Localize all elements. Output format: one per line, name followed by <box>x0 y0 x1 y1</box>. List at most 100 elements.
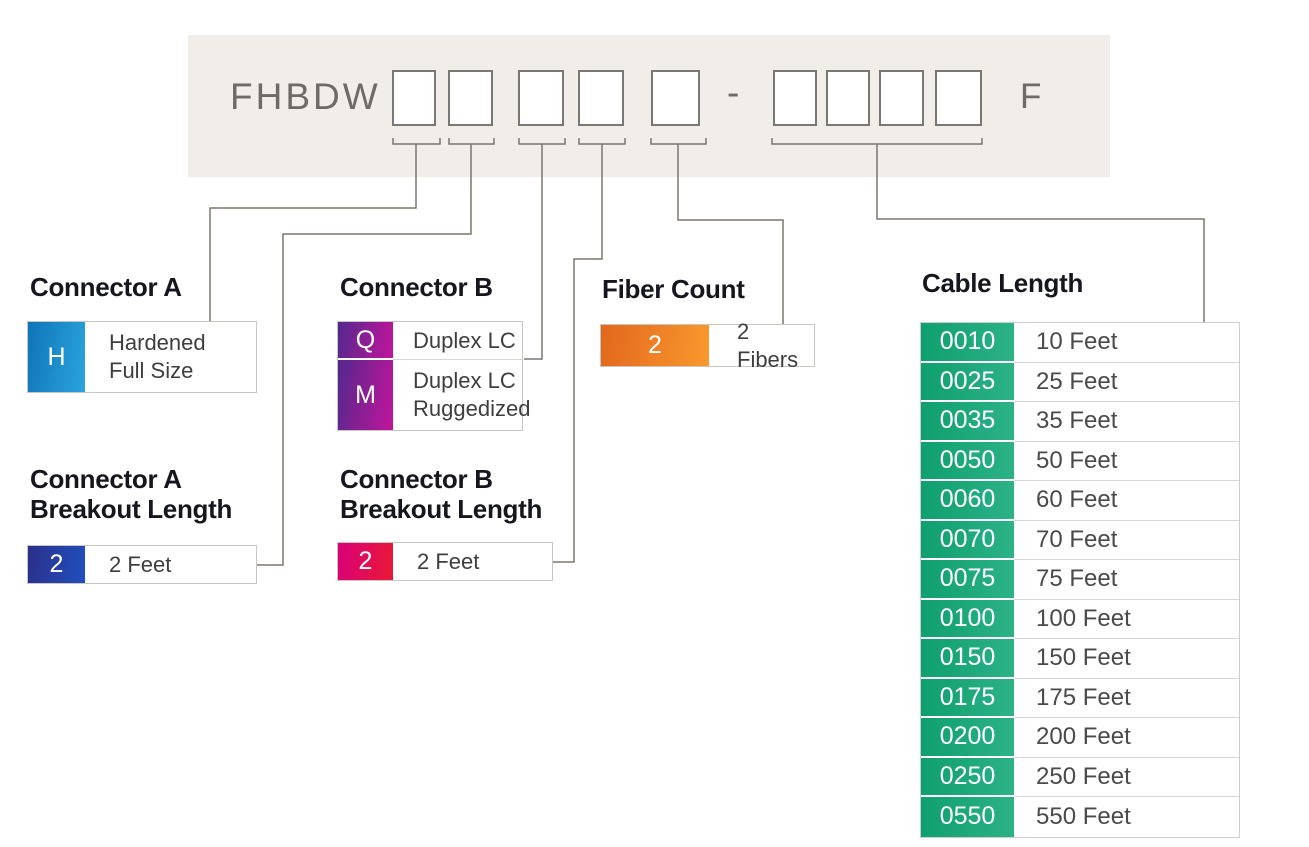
digit-box-4 <box>578 70 624 126</box>
bracket-box-2 <box>448 138 495 145</box>
connector-a-label-line1: Hardened <box>109 330 206 355</box>
digit-box-3 <box>518 70 564 126</box>
connector-b-q-label: Duplex LC <box>393 322 522 360</box>
bracket-box-4 <box>578 138 626 145</box>
connector-a-breakout-label-text: 2 Feet <box>109 551 172 577</box>
fiber-count-label-text: 2 Fibers <box>737 318 799 372</box>
fiber-count-title: Fiber Count <box>602 274 745 304</box>
connector-a-breakout-title-line2: Breakout Length <box>30 494 233 524</box>
connector-b-title: Connector B <box>340 272 493 302</box>
cable-length-row: 0100 100 Feet <box>921 599 1239 639</box>
connector-a-label-line2: Full Size <box>109 358 194 383</box>
connector-b-m-label-line1: Duplex LC <box>413 368 516 393</box>
connector-b-legend: Q Duplex LC M Duplex LC Ruggedized <box>337 321 530 431</box>
digit-box-6 <box>773 70 817 126</box>
bracket-box-1 <box>392 138 441 145</box>
cable-length-code-cell: 0550 <box>921 797 1014 837</box>
cable-length-row: 0050 50 Feet <box>921 441 1239 481</box>
connector-a-breakout-title: Connector A Breakout Length <box>30 464 232 524</box>
connector-b-breakout-legend: 2 2 Feet <box>337 542 553 581</box>
connector-b-m-label: Duplex LC Ruggedized <box>393 360 530 430</box>
cable-length-label-cell: 150 Feet <box>1014 639 1239 679</box>
cable-length-code-cell: 0035 <box>921 402 1014 442</box>
part-number-suffix: F <box>1020 77 1042 116</box>
cable-length-label-cell: 50 Feet <box>1014 442 1239 481</box>
connector-b-breakout-label: 2 Feet <box>393 543 552 580</box>
cable-length-row: 0025 25 Feet <box>921 362 1239 402</box>
connector-b-q-code-cell: Q <box>338 322 393 360</box>
cable-length-code-cell: 0025 <box>921 362 1014 402</box>
cable-length-label-cell: 175 Feet <box>1014 679 1239 718</box>
leader-connector-a <box>209 144 417 321</box>
cable-length-label-cell: 100 Feet <box>1014 600 1239 639</box>
cable-length-code-cell: 0200 <box>921 718 1014 758</box>
cable-length-label-cell: 75 Feet <box>1014 560 1239 600</box>
cable-length-code-cell: 0050 <box>921 441 1014 481</box>
cable-length-label-cell: 35 Feet <box>1014 402 1239 442</box>
connector-a-legend: H Hardened Full Size <box>27 321 257 393</box>
bracket-box-3 <box>518 138 566 145</box>
connector-b-breakout-label-text: 2 Feet <box>417 548 480 574</box>
connector-b-option-m: M Duplex LC Ruggedized <box>338 360 530 430</box>
leader-cable-length <box>876 144 1205 322</box>
connector-a-title: Connector A <box>30 272 182 302</box>
connector-b-m-label-line2: Ruggedized <box>413 396 531 421</box>
digit-box-2 <box>448 70 493 126</box>
fiber-count-label: 2 Fibers <box>709 319 814 372</box>
cable-length-row: 0070 70 Feet <box>921 520 1239 560</box>
cable-length-row: 0010 10 Feet <box>921 323 1239 363</box>
cable-length-row: 0250 250 Feet <box>921 757 1239 797</box>
fiber-count-legend: 2 2 Fibers <box>600 319 815 372</box>
cable-length-row: 0200 200 Feet <box>921 718 1239 758</box>
bracket-box-5 <box>650 138 707 145</box>
connector-b-breakout-title-line1: Connector B <box>340 464 493 494</box>
connector-a-breakout-label: 2 Feet <box>85 546 256 583</box>
leader-connector-a-breakout <box>257 144 472 566</box>
cable-length-label-cell: 200 Feet <box>1014 718 1239 758</box>
connector-a-breakout-title-line1: Connector A <box>30 464 182 494</box>
cable-length-row: 0035 35 Feet <box>921 402 1239 442</box>
connector-b-breakout-title-line2: Breakout Length <box>340 494 543 524</box>
fiber-count-code-cell: 2 <box>601 325 709 366</box>
cable-length-code-cell: 0075 <box>921 560 1014 600</box>
connector-a-breakout-legend: 2 2 Feet <box>27 545 257 584</box>
cable-length-row: 0060 60 Feet <box>921 481 1239 521</box>
cable-length-code-cell: 0175 <box>921 678 1014 718</box>
connector-a-code-cell: H <box>28 322 85 392</box>
connector-b-breakout-title: Connector B Breakout Length <box>340 464 542 524</box>
cable-length-table: 0010 10 Feet 0025 25 Feet 0035 35 Feet 0… <box>920 322 1240 838</box>
cable-length-code-cell: 0060 <box>921 481 1014 521</box>
cable-length-label-cell: 25 Feet <box>1014 363 1239 402</box>
cable-length-code-cell: 0150 <box>921 639 1014 679</box>
cable-length-row: 0175 175 Feet <box>921 678 1239 718</box>
digit-box-7 <box>826 70 870 126</box>
connector-a-breakout-code-cell: 2 <box>28 546 85 583</box>
bracket-boxes-6-9 <box>771 138 983 145</box>
leader-fiber-count <box>677 144 784 324</box>
connector-a-label: Hardened Full Size <box>85 322 256 392</box>
connector-b-option-q: Q Duplex LC <box>338 322 522 360</box>
digit-box-9 <box>935 70 982 126</box>
cable-length-row: 0150 150 Feet <box>921 639 1239 679</box>
cable-length-label-cell: 10 Feet <box>1014 323 1239 363</box>
connector-b-breakout-code-cell: 2 <box>338 543 393 580</box>
cable-length-code-cell: 0010 <box>921 323 1014 363</box>
leader-connector-b <box>524 144 543 360</box>
cable-length-label-cell: 550 Feet <box>1036 802 1131 830</box>
part-number-prefix: FHBDW - <box>230 76 410 117</box>
cable-length-label-cell: 60 Feet <box>1014 481 1239 521</box>
connector-b-q-label-line1: Duplex LC <box>413 327 516 353</box>
part-number-separator: - <box>727 72 740 113</box>
cable-length-code-cell: 0250 <box>921 757 1014 797</box>
cable-length-code-cell: 0100 <box>921 599 1014 639</box>
digit-box-1 <box>392 70 436 126</box>
cable-length-label-cell: 70 Feet <box>1014 521 1239 560</box>
digit-box-5 <box>651 70 700 126</box>
connector-b-m-code-cell: M <box>338 360 393 430</box>
leader-connector-b-breakout <box>553 144 603 563</box>
cable-length-row: 0075 75 Feet <box>921 560 1239 600</box>
cable-length-row: 0550 550 Feet <box>921 797 1239 837</box>
cable-length-code-cell: 0070 <box>921 520 1014 560</box>
